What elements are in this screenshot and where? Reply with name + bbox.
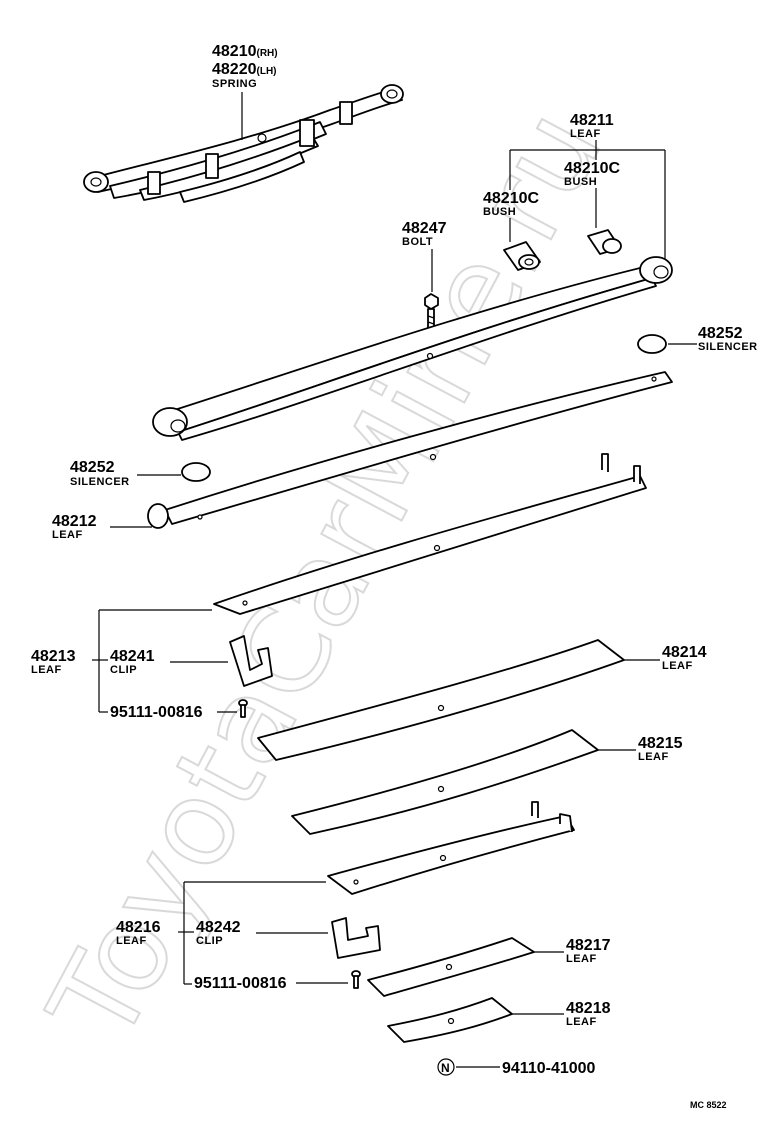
leaf-48215-part-number: 48215	[638, 735, 683, 752]
silencer-left-drawing	[181, 462, 211, 482]
leaf-48217-drawing	[367, 937, 535, 997]
silencer-right-drawing	[637, 334, 667, 354]
clip-48241-name: CLIP	[110, 664, 137, 676]
rivet-1-drawing	[238, 699, 248, 718]
silencer-right-name: SILENCER	[698, 341, 758, 353]
spring-name: SPRING	[212, 78, 257, 90]
rivet-1-part-number: 95111-00816	[110, 704, 203, 721]
bush-left-name: BUSH	[483, 206, 516, 218]
leaf-48212-part-number: 48212	[52, 513, 97, 530]
clip-48242-drawing	[331, 917, 381, 959]
leaf-48216-part-number: 48216	[116, 919, 161, 936]
rivet-2-part-number: 95111-00816	[194, 975, 287, 992]
spring-assembly-drawing	[83, 84, 404, 203]
bush-left-drawing	[503, 241, 541, 271]
nut-circle-icon	[437, 1058, 455, 1076]
leaf-48216-drawing	[327, 801, 575, 895]
leaf-48217-name: LEAF	[566, 953, 597, 965]
leaf-48211-drawing	[152, 256, 673, 441]
rivet-2-drawing	[351, 970, 361, 989]
leaf-48211-name: LEAF	[570, 128, 601, 140]
nut-symbol: N	[441, 1061, 450, 1075]
bush-right-part-number: 48210C	[564, 160, 620, 177]
bolt-name: BOLT	[402, 236, 433, 248]
leaf-48212-name: LEAF	[52, 529, 83, 541]
leaf-48212-drawing	[147, 371, 673, 529]
clip-48241-part-number: 48241	[110, 648, 155, 665]
leaf-48217-part-number: 48217	[566, 937, 611, 954]
leaf-48214-part-number: 48214	[662, 644, 707, 661]
clip-48242-name: CLIP	[196, 935, 223, 947]
diagram-code: MC 8522	[690, 1100, 727, 1110]
nut-part-number: 94110-41000	[502, 1060, 596, 1077]
bush-right-drawing	[587, 229, 622, 255]
leaf-48218-name: LEAF	[566, 1016, 597, 1028]
bolt-part-number: 48247	[402, 220, 447, 237]
leaf-48218-part-number: 48218	[566, 1000, 611, 1017]
leaf-48211-part-number: 48211	[570, 112, 614, 129]
leaf-48218-drawing	[387, 997, 513, 1043]
spring-lh-part-number: 48220(LH)	[212, 61, 277, 78]
clip-48241-drawing	[229, 635, 273, 687]
leaf-48215-name: LEAF	[638, 751, 669, 763]
spring-rh-part-number: 48210(RH)	[212, 43, 278, 60]
silencer-left-name: SILENCER	[70, 476, 130, 488]
clip-48242-part-number: 48242	[196, 919, 241, 936]
leaf-48216-name: LEAF	[116, 935, 147, 947]
leaf-48213-name: LEAF	[31, 664, 62, 676]
leaf-48214-name: LEAF	[662, 660, 693, 672]
silencer-right-part-number: 48252	[698, 325, 743, 342]
leaf-48213-part-number: 48213	[31, 648, 76, 665]
bush-right-name: BUSH	[564, 176, 597, 188]
bush-left-part-number: 48210C	[483, 190, 539, 207]
silencer-left-part-number: 48252	[70, 459, 115, 476]
leaf-48213-drawing	[213, 453, 647, 615]
leaf-48214-drawing	[257, 639, 625, 761]
